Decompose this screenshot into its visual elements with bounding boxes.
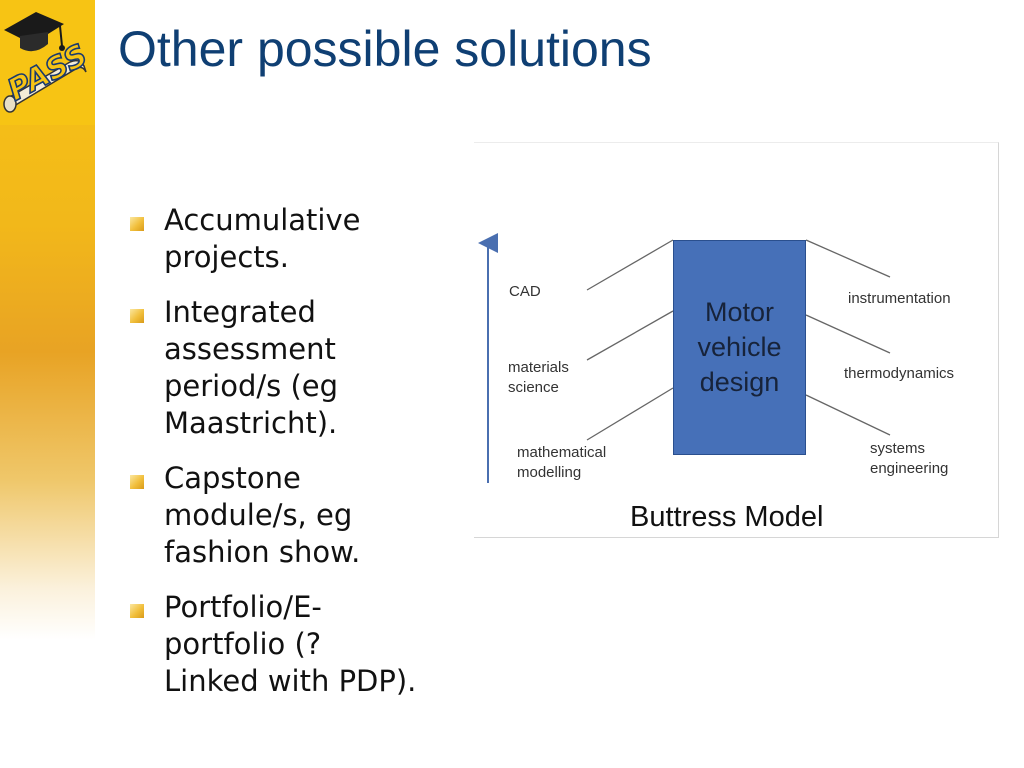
bullet-text-line: fashion show. — [164, 535, 361, 569]
bullet-text-line: Accumulative — [164, 203, 361, 237]
bullet-text-line: assessment — [164, 332, 336, 366]
bullet-marker-icon — [130, 604, 144, 618]
buttress-diagram-lines — [478, 233, 891, 483]
label-line: mathematical — [517, 444, 607, 461]
label-thermodynamics: thermodynamics — [844, 364, 954, 384]
pass-logo: PASS — [0, 0, 95, 125]
connector-line-left-2 — [586, 310, 674, 361]
slide-title: Other possible solutions — [118, 21, 652, 77]
label-systems-engineering: systems engineering — [870, 439, 948, 479]
bullet-text-line: Integrated — [164, 295, 316, 329]
label-line: thermodynamics — [844, 365, 955, 382]
connector-line-right-2 — [805, 314, 891, 354]
bullet-text-line: period/s (eg — [164, 369, 339, 403]
bullet-text-line: Capstone — [164, 461, 301, 495]
label-line: instrumentation — [848, 290, 951, 307]
bullet-marker-icon — [130, 217, 144, 231]
bullet-text-line: portfolio (? — [164, 627, 322, 661]
center-box-label: Motor vehicle design — [673, 295, 806, 400]
label-line: modelling — [517, 464, 582, 481]
bullet-text-line: projects. — [164, 240, 289, 274]
bullet-text-line: Linked with PDP). — [164, 664, 417, 698]
label-mathematical-modelling: mathematical modelling — [517, 443, 606, 483]
figure-caption: Buttress Model — [630, 501, 824, 533]
buttress-model-figure: Motor vehicle design CAD materials scien… — [474, 142, 999, 538]
center-label-line: Motor — [704, 297, 775, 327]
center-label-line: vehicle — [697, 332, 782, 362]
bullet-marker-icon — [130, 309, 144, 323]
center-box — [673, 240, 806, 455]
bullet-text-line: Portfolio/E- — [164, 590, 322, 624]
bullet-item: Portfolio/E-portfolio (?Linked with PDP)… — [128, 589, 478, 700]
label-cad: CAD — [509, 282, 541, 302]
bullet-text-line: Maastricht). — [164, 406, 338, 440]
label-line: engineering — [870, 460, 949, 477]
graduation-cap-icon — [4, 12, 65, 52]
bullet-marker-icon — [130, 475, 144, 489]
label-line: materials — [508, 359, 569, 376]
connector-line-right-1 — [805, 239, 891, 278]
center-label-line: design — [699, 367, 780, 397]
scroll-icon — [3, 59, 87, 113]
connector-line-right-3 — [805, 394, 891, 436]
label-instrumentation: instrumentation — [848, 289, 951, 309]
connector-line-left-1 — [586, 239, 674, 291]
label-materials-science: materials science — [508, 358, 569, 398]
label-line: CAD — [509, 283, 541, 300]
bullet-text-line: module/s, eg — [164, 498, 353, 532]
label-line: systems — [870, 440, 926, 457]
label-line: science — [508, 379, 559, 396]
connector-line-left-3 — [586, 387, 674, 441]
